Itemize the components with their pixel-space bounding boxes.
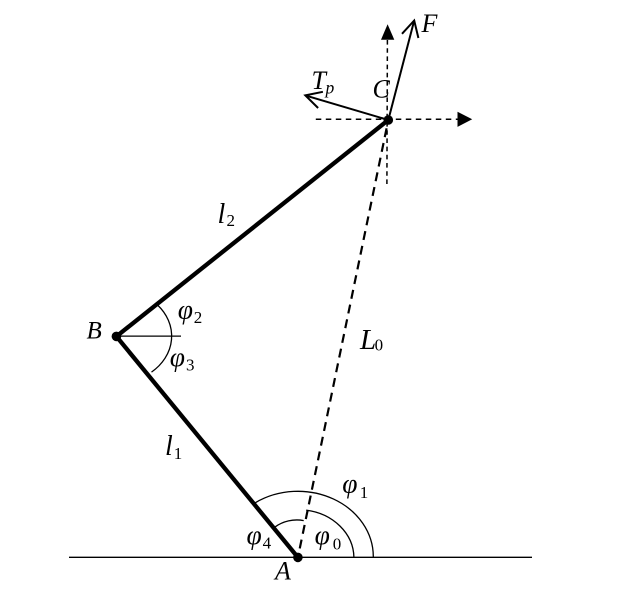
svg-text:0: 0 [333, 534, 342, 553]
svg-text:3: 3 [186, 355, 195, 374]
svg-text:l: l [218, 199, 226, 230]
svg-text:p: p [324, 78, 335, 98]
svg-text:φ: φ [178, 294, 193, 325]
svg-text:2: 2 [227, 211, 236, 230]
svg-text:C: C [373, 75, 391, 104]
svg-text:1: 1 [360, 483, 369, 502]
svg-text:4: 4 [263, 534, 272, 553]
svg-text:φ: φ [315, 519, 330, 550]
svg-text:1: 1 [174, 444, 183, 463]
svg-text:φ: φ [247, 519, 262, 550]
svg-text:0: 0 [375, 336, 384, 355]
svg-text:φ: φ [342, 468, 357, 499]
svg-text:2: 2 [194, 308, 203, 327]
svg-text:φ: φ [170, 341, 185, 372]
svg-text:l: l [165, 431, 173, 462]
svg-text:F: F [421, 9, 439, 38]
svg-text:T: T [312, 66, 328, 95]
svg-text:B: B [87, 318, 102, 345]
svg-text:A: A [273, 557, 291, 586]
svg-text:L: L [359, 324, 376, 356]
